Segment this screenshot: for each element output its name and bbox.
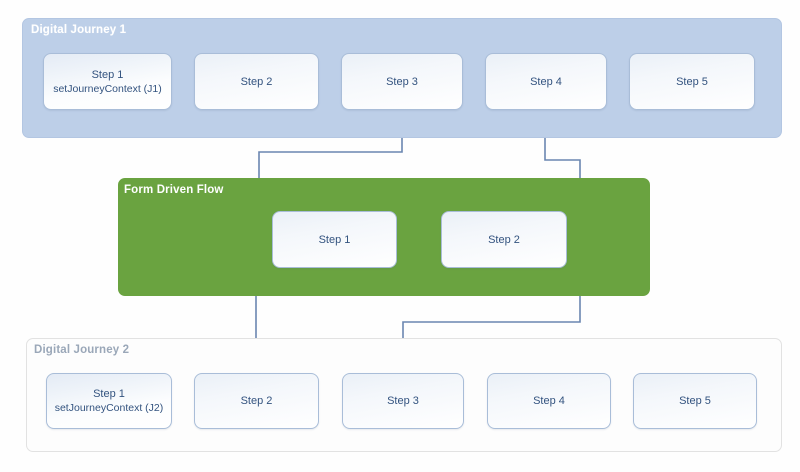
j1-step-3-title: Step 3 — [386, 75, 418, 88]
j2-step-1-title: Step 1 — [93, 388, 125, 400]
j1-step-1-title: Step 1 — [91, 68, 124, 81]
form-step-2[interactable]: Step 2 — [441, 211, 567, 268]
j2-step-4-title: Step 4 — [533, 395, 565, 407]
j1-step-4[interactable]: Step 4 — [485, 53, 607, 110]
j1-step-5[interactable]: Step 5 — [629, 53, 755, 110]
j2-step-5[interactable]: Step 5 — [633, 373, 757, 429]
j2-step-5-title: Step 5 — [679, 395, 711, 407]
j1-step-4-title: Step 4 — [530, 75, 562, 88]
j1-step-1-subtitle: setJourneyContext (J1) — [53, 82, 162, 95]
j1-step-5-title: Step 5 — [676, 75, 708, 88]
j2-step-2[interactable]: Step 2 — [194, 373, 319, 429]
j2-step-1-subtitle: setJourneyContext (J2) — [54, 402, 164, 414]
j2-step-1[interactable]: Step 1 setJourneyContext (J2) — [46, 373, 172, 429]
j2-step-3-title: Step 3 — [387, 395, 419, 407]
swimlane-label-journey-1: Digital Journey 1 — [31, 24, 127, 36]
j2-step-2-title: Step 2 — [240, 395, 273, 407]
j2-step-4[interactable]: Step 4 — [487, 373, 611, 429]
swimlane-label-form-driven-flow: Form Driven Flow — [124, 184, 224, 196]
swimlane-label-journey-2: Digital Journey 2 — [34, 344, 130, 356]
form-step-2-title: Step 2 — [488, 233, 520, 246]
form-step-1[interactable]: Step 1 — [272, 211, 397, 268]
j2-step-3[interactable]: Step 3 — [342, 373, 464, 429]
form-step-1-title: Step 1 — [318, 233, 351, 246]
j1-step-1[interactable]: Step 1 setJourneyContext (J1) — [43, 53, 172, 110]
j1-step-3[interactable]: Step 3 — [341, 53, 463, 110]
j1-step-2-title: Step 2 — [240, 75, 273, 88]
j1-step-2[interactable]: Step 2 — [194, 53, 319, 110]
